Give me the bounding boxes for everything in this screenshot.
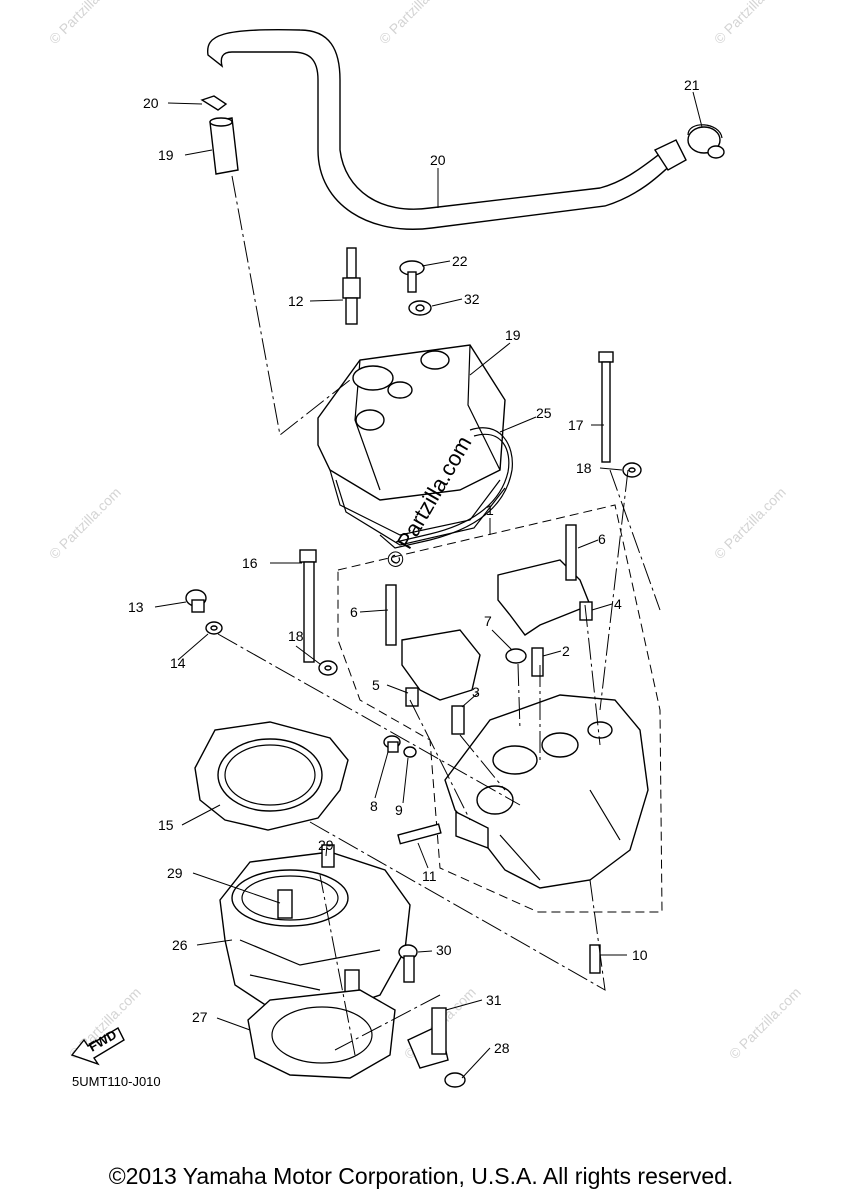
part-label: 10 bbox=[632, 947, 648, 963]
part-label: 20 bbox=[143, 95, 159, 111]
part-label: 22 bbox=[452, 253, 468, 269]
part-label: 7 bbox=[484, 613, 492, 629]
part-label: 21 bbox=[684, 77, 700, 93]
part-label: 18 bbox=[288, 628, 304, 644]
long-bolt-16 bbox=[299, 549, 338, 676]
part-label: 32 bbox=[464, 291, 480, 307]
assembly-outline bbox=[337, 504, 663, 913]
part-label: 26 bbox=[172, 937, 188, 953]
part-label: 12 bbox=[288, 293, 304, 309]
watermark: © Partzilla.com bbox=[46, 0, 124, 47]
stud-bolt-10 bbox=[589, 944, 601, 974]
part-label: 30 bbox=[436, 942, 452, 958]
part-label: 15 bbox=[158, 817, 174, 833]
part-label: 29 bbox=[167, 865, 183, 881]
part-label: 27 bbox=[192, 1009, 208, 1025]
cylinder-bolts bbox=[398, 944, 466, 1088]
camshaft-caps bbox=[385, 524, 593, 707]
part-label: 2 bbox=[562, 643, 570, 659]
cylinder-gasket bbox=[194, 721, 349, 831]
part-label: 20 bbox=[430, 152, 446, 168]
stud-bolt-11 bbox=[397, 823, 442, 845]
part-label: 3 bbox=[472, 684, 480, 700]
part-label: 13 bbox=[128, 599, 144, 615]
base-gasket bbox=[247, 989, 396, 1079]
copyright-notice: ©2013 Yamaha Motor Corporation, U.S.A. A… bbox=[109, 1163, 734, 1189]
part-label: 14 bbox=[170, 655, 186, 671]
part-label: 16 bbox=[242, 555, 258, 571]
part-label: 4 bbox=[614, 596, 622, 612]
oil-bolt bbox=[185, 589, 223, 635]
long-bolt-17 bbox=[598, 351, 642, 478]
watermark: © Partzilla.com bbox=[711, 484, 789, 562]
watermark: © Partzilla.com bbox=[711, 0, 789, 47]
cover-bolt bbox=[399, 260, 432, 316]
part-label: 5 bbox=[372, 677, 380, 693]
part-label: 11 bbox=[422, 868, 437, 884]
watermark: © Partzilla.com bbox=[376, 0, 454, 47]
part-label: 6 bbox=[598, 531, 606, 547]
spark-plug bbox=[342, 247, 361, 325]
head-small-parts bbox=[451, 647, 544, 735]
part-label: 29 bbox=[318, 837, 334, 853]
cylinder bbox=[219, 844, 411, 1013]
part-label: 28 bbox=[494, 1040, 510, 1056]
part-labels: 20 19 21 20 22 12 32 19 25 17 18 1 6 4 1… bbox=[128, 77, 700, 1056]
part-label: 6 bbox=[350, 604, 358, 620]
part-label: 18 bbox=[576, 460, 592, 476]
hose-clamp bbox=[687, 124, 725, 159]
part-label: 31 bbox=[486, 992, 502, 1008]
part-label: 17 bbox=[568, 417, 584, 433]
leader-lines bbox=[154, 91, 703, 1079]
part-label: 1 bbox=[486, 502, 494, 518]
cylinder-head-cover bbox=[317, 344, 506, 546]
reference-lines bbox=[217, 175, 661, 1056]
cylinder-head bbox=[444, 694, 649, 889]
breather-fitting bbox=[200, 95, 239, 175]
watermark: © Partzilla.com bbox=[46, 484, 124, 562]
diagram-code: 5UMT110-J010 bbox=[72, 1074, 161, 1089]
part-label: 25 bbox=[536, 405, 552, 421]
breather-hose bbox=[207, 28, 687, 230]
part-label: 9 bbox=[395, 802, 403, 818]
watermark: © Partzilla.com bbox=[726, 984, 804, 1062]
cover-gasket bbox=[379, 427, 513, 549]
head-bolt-8 bbox=[383, 735, 417, 758]
part-label: 19 bbox=[158, 147, 174, 163]
part-label: 19 bbox=[505, 327, 521, 343]
part-label: 8 bbox=[370, 798, 378, 814]
